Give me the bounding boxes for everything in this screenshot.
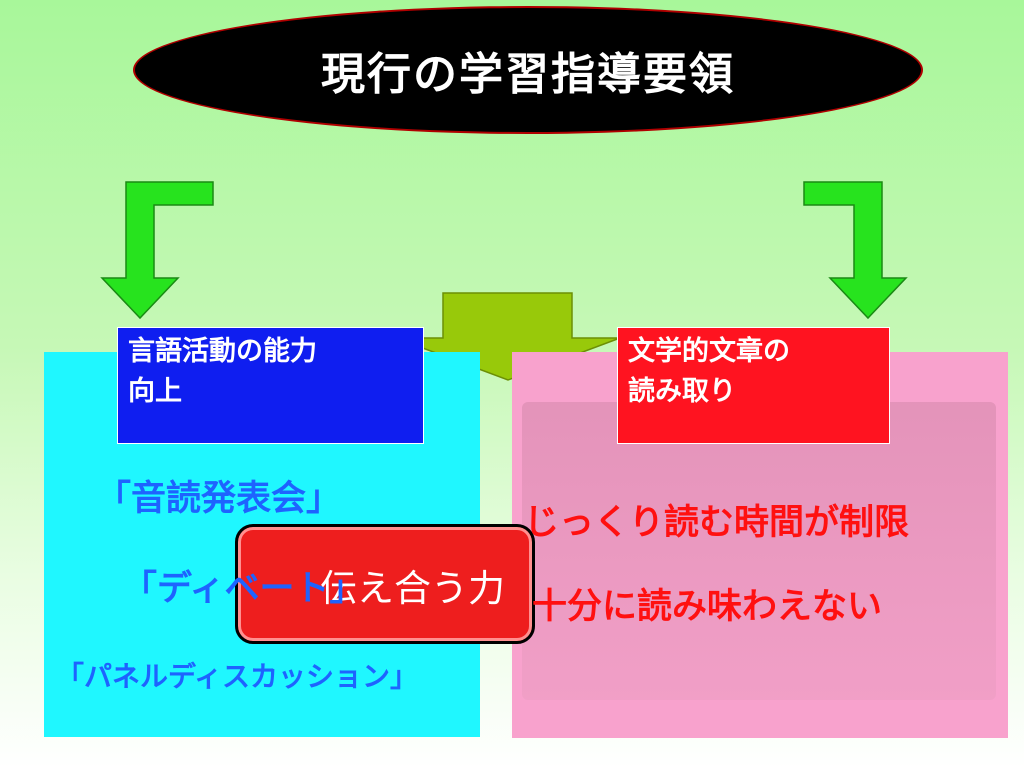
left-down-arrow bbox=[100, 181, 214, 320]
right-label-line2: 読み取り bbox=[628, 376, 736, 407]
right-label-box: 文学的文章の 読み取り bbox=[617, 327, 890, 444]
activity-panel-discussion: 「パネルディスカッション」 bbox=[56, 660, 419, 693]
right-label-line1: 文学的文章の bbox=[628, 336, 790, 367]
issue-time-limited: じっくり読む時間が制限 bbox=[524, 503, 910, 543]
classroom-photo bbox=[522, 402, 996, 700]
activity-debate: 「ディベート」 bbox=[122, 569, 365, 609]
center-pill-text: 伝え合う力 bbox=[320, 567, 505, 610]
diagram-title: 現行の学習指導要領 bbox=[321, 49, 735, 100]
left-label-line2: 向上 bbox=[128, 376, 182, 407]
right-down-arrow bbox=[803, 181, 908, 320]
issue-not-savored: 十分に読み味わえない bbox=[532, 587, 883, 627]
title-ellipse: 現行の学習指導要領 bbox=[133, 6, 923, 134]
left-label-box: 言語活動の能力 向上 bbox=[117, 327, 424, 444]
activity-recital: 「音読発表会」 bbox=[96, 479, 342, 519]
left-label-line1: 言語活動の能力 bbox=[128, 336, 317, 367]
center-pill bbox=[235, 524, 535, 644]
